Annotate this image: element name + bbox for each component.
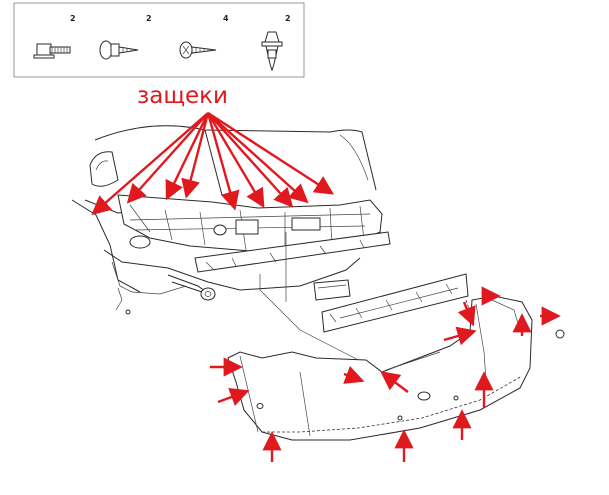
car-rear-body [71,125,391,315]
arrow-bumper-center-top [343,365,365,384]
tapping-screw-qty: 4 [223,14,229,23]
callout-arrow-1 [91,112,209,216]
callout-arrow-6 [206,112,265,209]
callout-arrow-2 [126,112,209,204]
arrow-bumper-center [380,371,409,393]
fastener-legend: 2 2 4 2 [13,2,305,78]
callout-arrow-3 [165,112,210,201]
callout-arrow-5 [206,112,240,211]
legend-frame [13,2,305,78]
rear-bumper-cover [227,295,565,441]
flange-bolt-qty: 2 [70,14,76,23]
flange-bolt-icon [33,43,71,59]
tapping-screw-icon [179,41,217,59]
arrow-bumper-right-upper [457,301,476,327]
callout-arrow-4 [181,112,210,199]
clip-callout-arrows [91,111,335,216]
clips-callout-label: защеки [137,83,228,109]
push-clip-qty: 2 [285,14,291,23]
callout-arrow-7 [207,112,294,208]
washer-screw-qty: 2 [146,14,152,23]
washer-screw-icon [99,40,139,60]
arrow-bumper-left-mid [217,387,250,407]
bumper-absorber-parts [313,273,469,333]
push-clip-icon [261,31,283,72]
fastener-arrows [210,286,561,462]
arrow-bumper-right-side [443,326,477,346]
callout-arrow-9 [207,111,335,195]
callout-arrow-8 [207,112,309,204]
